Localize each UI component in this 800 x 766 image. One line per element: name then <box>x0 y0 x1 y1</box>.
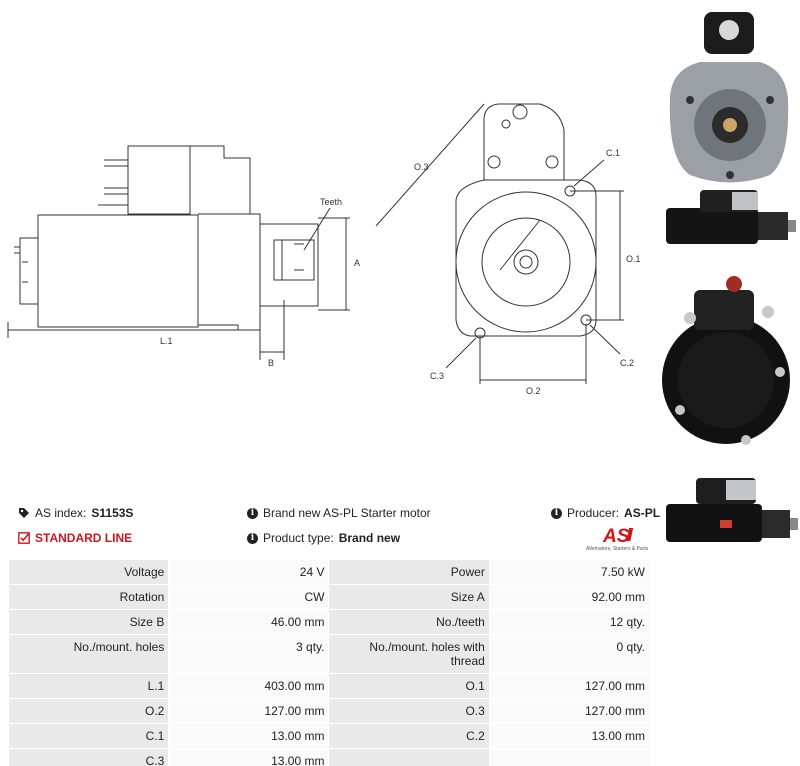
starter-photo-side[interactable] <box>666 190 796 244</box>
spec-label-cell: L.1 <box>9 674 169 698</box>
spec-value-cell: 127.00 mm <box>169 699 329 723</box>
spec-label-cell: C.1 <box>9 724 169 748</box>
dimension-b-label: B <box>268 358 274 368</box>
logo-text: AS <box>602 526 630 546</box>
technical-drawing: Teeth A B L.1 O.3 C.1 O.1 C.2 C.3 O.2 <box>7 103 641 396</box>
spec-value-cell <box>489 749 649 766</box>
as-index-value: S1153S <box>91 506 134 520</box>
spec-label-cell: O.1 <box>329 674 489 698</box>
spec-value-cell: 13.00 mm <box>169 749 329 766</box>
spec-label-cell: No./mount. holes <box>9 635 169 673</box>
as-index-label: AS index: <box>35 506 87 520</box>
checkbox-checked-icon <box>18 532 30 544</box>
spec-label-cell: Size A <box>329 585 489 609</box>
spec-label-cell: No./teeth <box>329 610 489 634</box>
spec-value-cell: 46.00 mm <box>169 610 329 634</box>
dimension-o1-label: O.1 <box>626 254 641 264</box>
spec-label-cell: Voltage <box>9 560 169 584</box>
spec-label-cell: O.3 <box>329 699 489 723</box>
dimension-o3-label: O.3 <box>414 162 429 172</box>
info-icon: i <box>247 532 258 544</box>
spec-value-cell: 127.00 mm <box>489 674 649 698</box>
spec-label-cell: O.2 <box>9 699 169 723</box>
producer-row: i Producer: AS-PL <box>551 506 660 520</box>
dimension-c2-label: C.2 <box>620 358 634 368</box>
standard-line-row: STANDARD LINE <box>18 531 132 545</box>
product-photos <box>662 12 798 542</box>
info-icon: i <box>551 507 562 519</box>
standard-line-label: STANDARD LINE <box>35 531 133 545</box>
dimension-l1-label: L.1 <box>160 336 173 346</box>
description-row: i Brand new AS-PL Starter motor <box>247 506 431 520</box>
spec-value-cell: 12 qty. <box>489 610 649 634</box>
product-type-row: i Product type: Brand new <box>247 531 400 545</box>
starter-photo-side-2[interactable] <box>666 478 798 542</box>
spec-value-cell: 13.00 mm <box>169 724 329 748</box>
product-description: Brand new AS-PL Starter motor <box>263 506 431 520</box>
spec-label-cell <box>329 749 489 766</box>
producer-label: Producer: <box>567 506 620 520</box>
dimension-a-label: A <box>354 258 360 268</box>
spec-value-cell: 92.00 mm <box>489 585 649 609</box>
spec-value-cell: 127.00 mm <box>489 699 649 723</box>
spec-label-cell: Rotation <box>9 585 169 609</box>
product-type-value: Brand new <box>338 531 401 545</box>
spec-value-cell: 403.00 mm <box>169 674 329 698</box>
teeth-label: Teeth <box>320 197 342 207</box>
starter-photo-back[interactable] <box>662 276 790 445</box>
logo-tagline: Alternators, Starters & Parts <box>586 546 649 552</box>
product-type-label: Product type: <box>263 531 334 545</box>
spec-label-cell: C.3 <box>9 749 169 766</box>
spec-label-cell: Size B <box>9 610 169 634</box>
spec-value-cell: 13.00 mm <box>489 724 649 748</box>
tag-icon <box>18 507 30 519</box>
side-view-drawing <box>7 145 350 360</box>
starter-photo-front[interactable] <box>669 12 789 183</box>
spec-label-cell: C.2 <box>329 724 489 748</box>
producer-value: AS-PL <box>624 506 661 520</box>
dimension-c3-label: C.3 <box>430 371 444 381</box>
front-view-drawing <box>375 103 624 384</box>
as-pl-logo: AS Alternators, Starters & Parts <box>586 524 652 554</box>
spec-value-cell: 3 qty. <box>169 635 329 673</box>
spec-label-cell: Power <box>329 560 489 584</box>
as-index-row: AS index: S1153S <box>18 506 133 520</box>
info-icon: i <box>247 507 258 519</box>
spec-value-cell: 24 V <box>169 560 329 584</box>
dimension-c1-label: C.1 <box>606 148 620 158</box>
spec-value-cell: 7.50 kW <box>489 560 649 584</box>
dimension-o2-label: O.2 <box>526 386 541 396</box>
spec-value-cell: 0 qty. <box>489 635 649 673</box>
spec-label-cell: No./mount. holes with thread <box>329 635 489 673</box>
spec-value-cell: CW <box>169 585 329 609</box>
